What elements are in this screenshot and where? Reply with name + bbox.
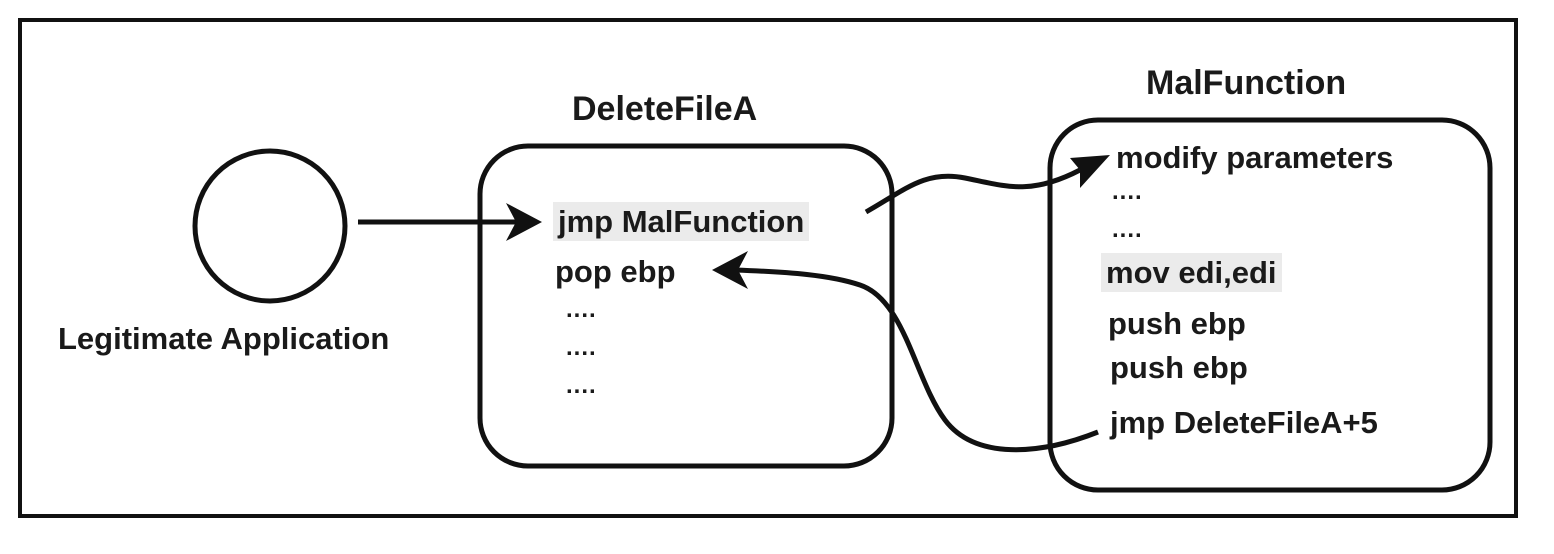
legitimate-application-label: Legitimate Application — [58, 321, 390, 356]
mal-function-title: MalFunction — [1146, 64, 1347, 102]
delete-file-a-line-jmp: jmp MalFunction — [553, 202, 810, 241]
mal-function-line-push: push ebp — [1110, 350, 1248, 385]
delete-file-a-line-pop: pop ebp — [555, 254, 676, 289]
mal-function-line-push: push ebp — [1108, 306, 1246, 341]
legitimate-application-node — [192, 148, 348, 304]
mal-function-line-mov: mov edi,edi — [1101, 253, 1282, 292]
hook-jump-arrow — [864, 167, 1082, 215]
mal-function-line-jmp-back: jmp DeleteFileA+5 — [1110, 405, 1378, 440]
delete-file-a-line-ellipsis: .... — [566, 334, 597, 361]
mal-function-box — [1047, 117, 1493, 493]
call-arrowhead — [506, 203, 542, 241]
mal-function-line-ellipsis: .... — [1112, 216, 1143, 243]
delete-file-a-line-ellipsis: .... — [566, 296, 597, 323]
delete-file-a-line-ellipsis: .... — [566, 372, 597, 399]
return-jump-arrow — [734, 267, 1099, 453]
delete-file-a-box — [477, 143, 895, 469]
mal-function-line-ellipsis: .... — [1112, 178, 1143, 205]
mal-function-line-modify: modify parameters — [1116, 140, 1394, 175]
hook-jump-arrowhead — [1070, 155, 1110, 188]
delete-file-a-title: DeleteFileA — [572, 90, 758, 128]
return-jump-arrowhead — [712, 251, 748, 289]
